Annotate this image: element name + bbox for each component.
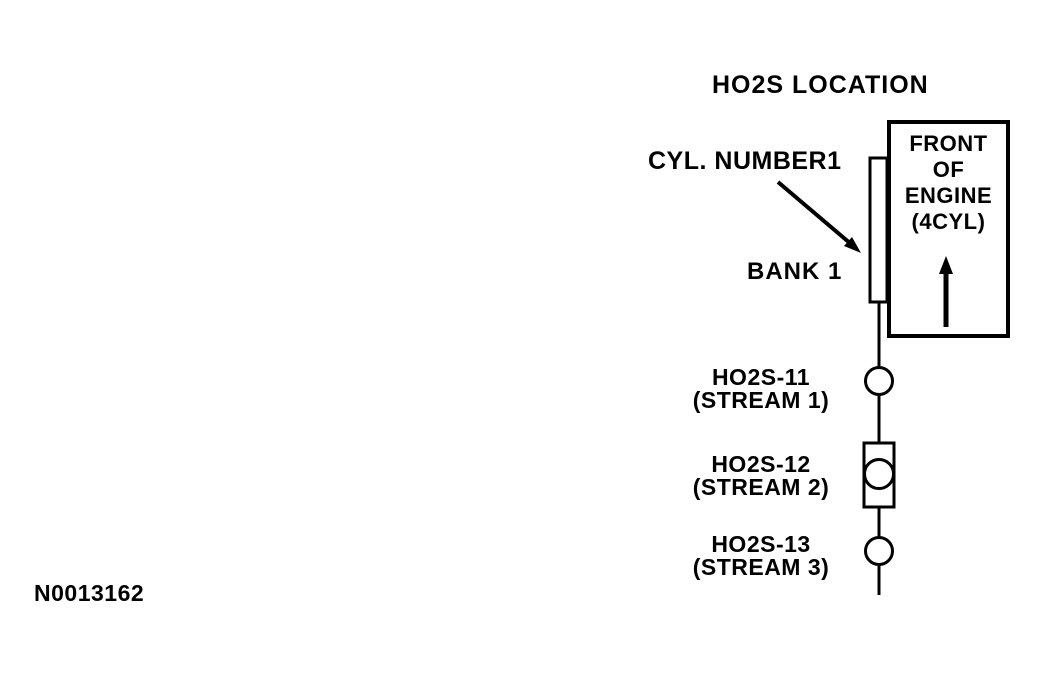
sensor-stream: (STREAM 2) [692, 474, 830, 500]
ho2s-13-sensor-circle [864, 536, 894, 566]
ho2s-11-sensor-circle [864, 366, 894, 396]
bank-1-rectangle [868, 156, 889, 304]
sensor-stream: (STREAM 3) [692, 554, 830, 580]
ho2s-12-sensor-circle [863, 458, 895, 490]
engine-text-line-3: ENGINE [904, 183, 993, 208]
sensor-label-ho2s-11: HO2S-11 (STREAM 1) [668, 366, 854, 412]
cyl-number-pointer-arrow-icon [776, 180, 861, 253]
sensor-name: HO2S-13 [711, 531, 811, 557]
sensor-name: HO2S-12 [711, 451, 811, 477]
engine-text-line-1: FRONT [909, 131, 988, 156]
diagram-title: HO2S LOCATION [712, 71, 929, 99]
front-of-engine-text: FRONT OF ENGINE (4CYL) [889, 131, 1008, 235]
figure-number: N0013162 [34, 580, 145, 606]
bank-1-label: BANK 1 [747, 258, 843, 285]
sensor-name: HO2S-11 [711, 364, 811, 390]
sensor-label-ho2s-12: HO2S-12 (STREAM 2) [668, 453, 854, 499]
engine-text-line-4: (4CYL) [911, 209, 986, 234]
cyl-number-label: CYL. NUMBER1 [648, 147, 842, 175]
sensor-label-ho2s-13: HO2S-13 (STREAM 3) [668, 533, 854, 579]
engine-text-line-2: OF [932, 157, 965, 182]
sensor-stream: (STREAM 1) [692, 387, 830, 413]
front-direction-up-arrow-icon [939, 256, 953, 327]
